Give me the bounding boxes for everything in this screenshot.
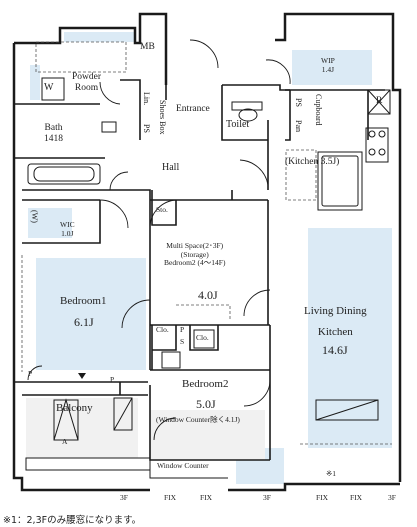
exterior-walls bbox=[12, 12, 402, 492]
a-label: A bbox=[62, 437, 68, 446]
ps-right-label: PS bbox=[294, 98, 304, 107]
multi-space-size: 4.0J bbox=[198, 288, 218, 302]
bedroom2-size: 5.0J bbox=[196, 397, 216, 411]
wip-size: 1.4J bbox=[321, 64, 335, 74]
wic-w-label: (W) bbox=[30, 210, 40, 223]
multi-space-line-2: (Storage) bbox=[180, 249, 209, 259]
edge-label-3f-2: 3F bbox=[263, 493, 271, 502]
bedroom2-note: (Window Counter除く4.1J) bbox=[156, 415, 240, 424]
interior-walls bbox=[14, 79, 385, 461]
mark-label: ※1 bbox=[326, 469, 337, 478]
clo-s-label: S bbox=[180, 337, 185, 346]
edge-label-fix-1: FIX bbox=[164, 493, 177, 502]
clo-p-label: P bbox=[180, 325, 185, 334]
dashed-lines bbox=[21, 41, 392, 445]
ldk-name-1: Living Dining bbox=[304, 305, 367, 317]
toilet-label: Toilet bbox=[226, 119, 250, 130]
multi-space-line-3: Bedroom2 (4～14F) bbox=[164, 258, 226, 268]
footnote: ※1：2,3Fのみ腰窓になります。 bbox=[3, 515, 142, 526]
p1-label: P bbox=[28, 369, 33, 378]
bath-label: Bath 1418 bbox=[44, 123, 63, 145]
ldk-name-2: Kitchen bbox=[317, 326, 353, 339]
balcony-label: Balcony bbox=[56, 402, 93, 414]
entrance-label: Entrance bbox=[176, 104, 210, 114]
wic-label: WIC 1.0J bbox=[60, 220, 75, 238]
kitchen-label: (Kitchen 3.5J) bbox=[285, 157, 340, 167]
wip-name: WIP bbox=[321, 56, 335, 65]
lin-label: Lin. bbox=[142, 92, 152, 106]
wic-size: 1.0J bbox=[61, 228, 74, 238]
wip-label: WIP 1.4J bbox=[321, 56, 335, 74]
ldk-label: Living Dining Kitchen bbox=[304, 301, 367, 344]
ldk-size: 14.6J bbox=[322, 343, 348, 357]
powder-room-name: Powder bbox=[72, 72, 102, 82]
edge-label-3f-1: 3F bbox=[120, 493, 128, 502]
p2-label: P bbox=[110, 375, 115, 384]
bedroom1-label: Bedroom1 bbox=[60, 295, 107, 307]
ps-left-label: PS bbox=[142, 124, 152, 133]
powder-room-name-2: Room bbox=[74, 82, 99, 93]
shoes-box-label: Shoes Box bbox=[158, 100, 168, 135]
multi-space-line-1: Multi Space(2･3F) bbox=[166, 241, 224, 250]
sto-label: Sto. bbox=[156, 205, 168, 214]
edge-label-fix-4: FIX bbox=[350, 493, 363, 502]
edge-label-fix-3: FIX bbox=[316, 493, 329, 502]
fixtures bbox=[25, 77, 391, 479]
bath-name: Bath bbox=[44, 123, 63, 133]
window-counter-label: Window Counter bbox=[157, 461, 209, 470]
door-swings bbox=[27, 39, 291, 441]
w-label: W bbox=[44, 82, 54, 93]
balcony-access-marker bbox=[78, 373, 86, 379]
pan-label: Pan bbox=[294, 120, 304, 132]
bedroom2-label: Bedroom2 bbox=[182, 378, 229, 390]
wic-name: WIC bbox=[60, 220, 75, 229]
r-label: R bbox=[376, 96, 383, 106]
clo-2-label: Clo. bbox=[196, 333, 209, 342]
multi-space-label: Multi Space(2･3F) (Storage) Bedroom2 (4～… bbox=[164, 241, 226, 268]
bedroom1-size: 6.1J bbox=[74, 315, 94, 329]
powder-room-label: Powder Room bbox=[72, 72, 101, 94]
hall-label: Hall bbox=[162, 162, 180, 173]
clo-1-label: Clo. bbox=[156, 325, 169, 334]
floor-zones bbox=[26, 398, 265, 460]
mb-label: MB bbox=[140, 42, 155, 52]
bath-size: 1418 bbox=[44, 133, 63, 144]
edge-label-3f-3: 3F bbox=[388, 493, 396, 502]
edge-label-fix-2: FIX bbox=[200, 493, 213, 502]
cupboard-label: Cupboard bbox=[314, 94, 324, 126]
